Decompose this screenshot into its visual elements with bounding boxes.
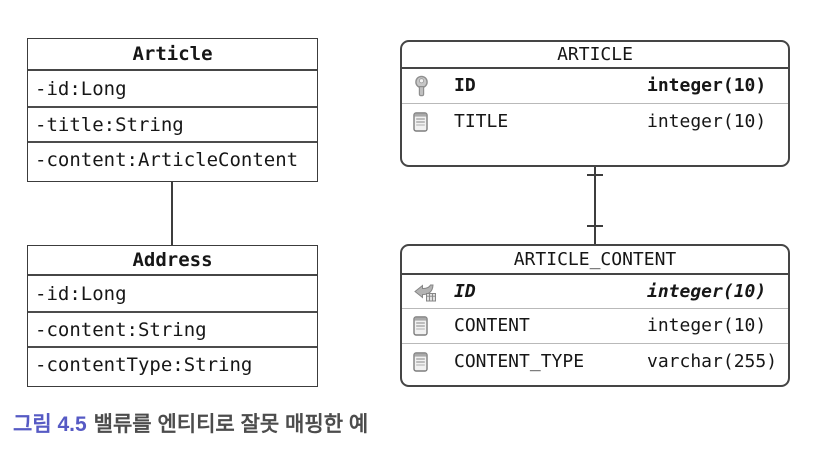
uml-attribute-article-title: -title:String	[28, 106, 317, 141]
uml-attribute-address-contenttype: -contentType:String	[28, 346, 317, 381]
er-column-name: ID	[454, 75, 476, 96]
cardinality-one-mark-bottom	[587, 225, 603, 227]
er-column-row: ID integer(10)	[402, 275, 788, 309]
foreign-key-icon	[402, 282, 454, 302]
er-column-row: TITLE integer(10)	[402, 104, 788, 139]
uml-attribute-address-content: -content:String	[28, 311, 317, 346]
column-icon	[402, 316, 454, 336]
uml-association-line	[171, 182, 173, 245]
figure-caption-label: 그림 4.5	[13, 413, 87, 436]
er-column-row: CONTENT integer(10)	[402, 309, 788, 344]
column-icon	[402, 351, 454, 372]
uml-class-address: Address -id:Long -content:String -conten…	[27, 245, 318, 387]
er-column-row: CONTENT_TYPE varchar(255)	[402, 344, 788, 379]
uml-attribute-article-content: -content:ArticleContent	[28, 141, 317, 176]
er-table-article-title: ARTICLE	[402, 42, 788, 69]
uml-attribute-article-id: -id:Long	[35, 77, 127, 100]
uml-class-article-title: Article	[28, 39, 317, 71]
er-table-article: ARTICLE ID integer(10)	[400, 40, 790, 167]
figure-caption: 그림 4.5 밸류를 엔티티로 잘못 매핑한 예	[13, 411, 368, 439]
er-column-row: ID integer(10)	[402, 69, 788, 104]
figure-caption-text: 밸류를 엔티티로 잘못 매핑한 예	[93, 413, 369, 436]
er-table-article-content-title: ARTICLE_CONTENT	[402, 246, 788, 275]
er-column-name: TITLE	[454, 110, 509, 132]
uml-class-address-title: Address	[28, 246, 317, 276]
er-relationship-line	[594, 167, 596, 244]
er-table-article-content: ARTICLE_CONTENT ID integer(10)	[400, 244, 790, 387]
cardinality-one-mark-top	[587, 174, 603, 176]
er-column-name: CONTENT	[454, 315, 530, 336]
er-column-type: varchar(255)	[647, 350, 778, 372]
er-column-type: integer(10)	[647, 110, 767, 132]
er-column-name: CONTENT_TYPE	[454, 350, 585, 372]
column-icon	[402, 111, 454, 132]
uml-class-article: Article -id:Long -title:String -content:…	[27, 38, 318, 182]
er-column-type: integer(10)	[647, 315, 767, 336]
er-column-type: integer(10)	[647, 280, 767, 302]
er-column-name: ID	[454, 280, 476, 302]
primary-key-icon	[402, 75, 454, 97]
er-column-type: integer(10)	[647, 75, 767, 96]
uml-attribute-address-id: -id:Long	[35, 282, 127, 305]
